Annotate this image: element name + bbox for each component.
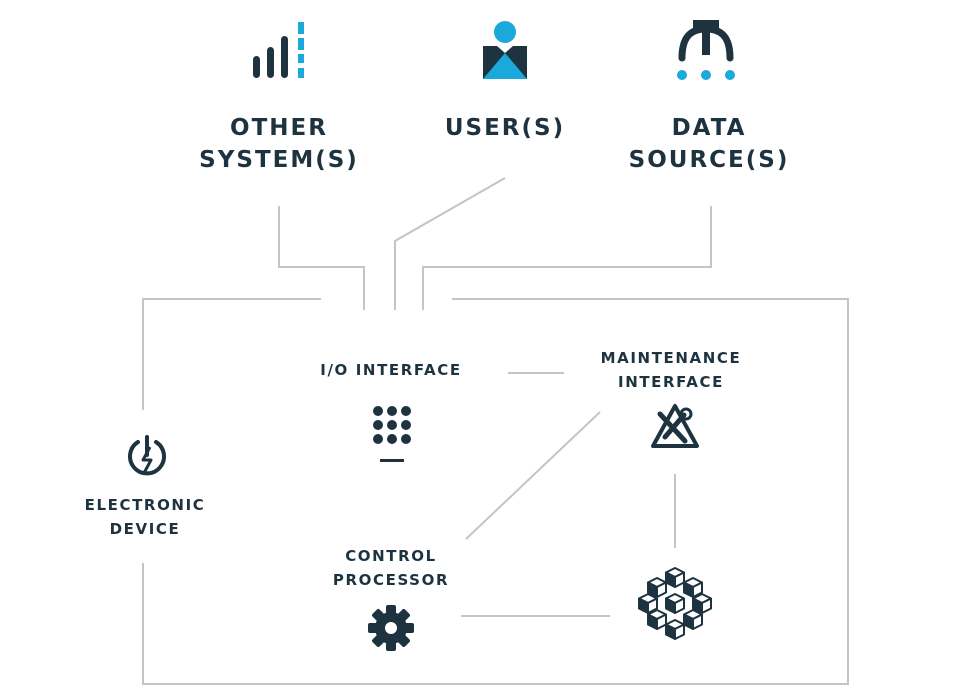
control-processor-label: CONTROL PROCESSOR xyxy=(306,544,476,592)
link-other-systems-io xyxy=(278,206,365,310)
maintenance-tools-icon xyxy=(651,404,699,448)
data-source-icon xyxy=(677,20,735,80)
keypad-icon xyxy=(373,406,411,462)
connector-lines xyxy=(142,177,849,685)
link-users-io xyxy=(394,177,506,310)
other-systems-label: OTHER SYSTEM(S) xyxy=(176,112,382,176)
link-data-sources-io xyxy=(422,206,712,310)
data-sources-label-line2: SOURCE(S) xyxy=(628,147,790,173)
users-label-line1: USER(S) xyxy=(444,115,566,141)
maintenance-interface-label: MAINTENANCE INTERFACE xyxy=(576,346,766,394)
link-maintenance-processor xyxy=(465,411,601,540)
electronic-device-label: ELECTRONIC DEVICE xyxy=(66,493,224,541)
maintenance-interface-label-line1: MAINTENANCE xyxy=(600,349,742,367)
users-label: USER(S) xyxy=(420,112,590,144)
signal-bars-icon xyxy=(253,22,304,78)
maintenance-interface-label-line2: INTERFACE xyxy=(618,373,724,391)
electronic-device-label-line1: ELECTRONIC xyxy=(84,496,206,514)
power-icon xyxy=(128,435,166,476)
gear-icon xyxy=(368,605,414,651)
control-processor-label-line1: CONTROL xyxy=(345,547,437,565)
control-processor-label-line2: PROCESSOR xyxy=(332,571,450,589)
data-sources-label-line1: DATA xyxy=(671,115,747,141)
device-frame xyxy=(142,298,321,410)
device-frame xyxy=(142,298,849,685)
other-systems-label-line1: OTHER xyxy=(230,115,328,141)
electronic-device-label-line2: DEVICE xyxy=(109,520,181,538)
cube-cluster-icon xyxy=(638,567,712,640)
io-interface-label: I/O INTERFACE xyxy=(296,358,486,382)
io-interface-label-line1: I/O INTERFACE xyxy=(320,361,462,379)
user-icon xyxy=(483,21,527,79)
other-systems-label-line2: SYSTEM(S) xyxy=(199,147,359,173)
data-sources-label: DATA SOURCE(S) xyxy=(606,112,812,176)
